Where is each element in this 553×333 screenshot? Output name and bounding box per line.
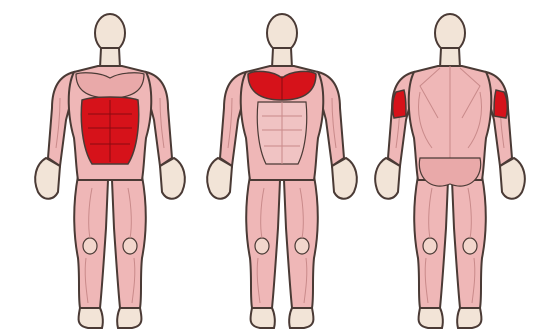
- abdominals: [257, 102, 306, 164]
- triceps-right-highlight: [494, 90, 507, 118]
- triceps-left-highlight: [393, 90, 406, 118]
- figure-front-pectorals: [207, 14, 357, 328]
- abdominals-highlight: [81, 97, 138, 164]
- glutes: [419, 158, 480, 186]
- figure-back-triceps: [375, 14, 525, 328]
- figure-front-abdominals: [35, 14, 185, 328]
